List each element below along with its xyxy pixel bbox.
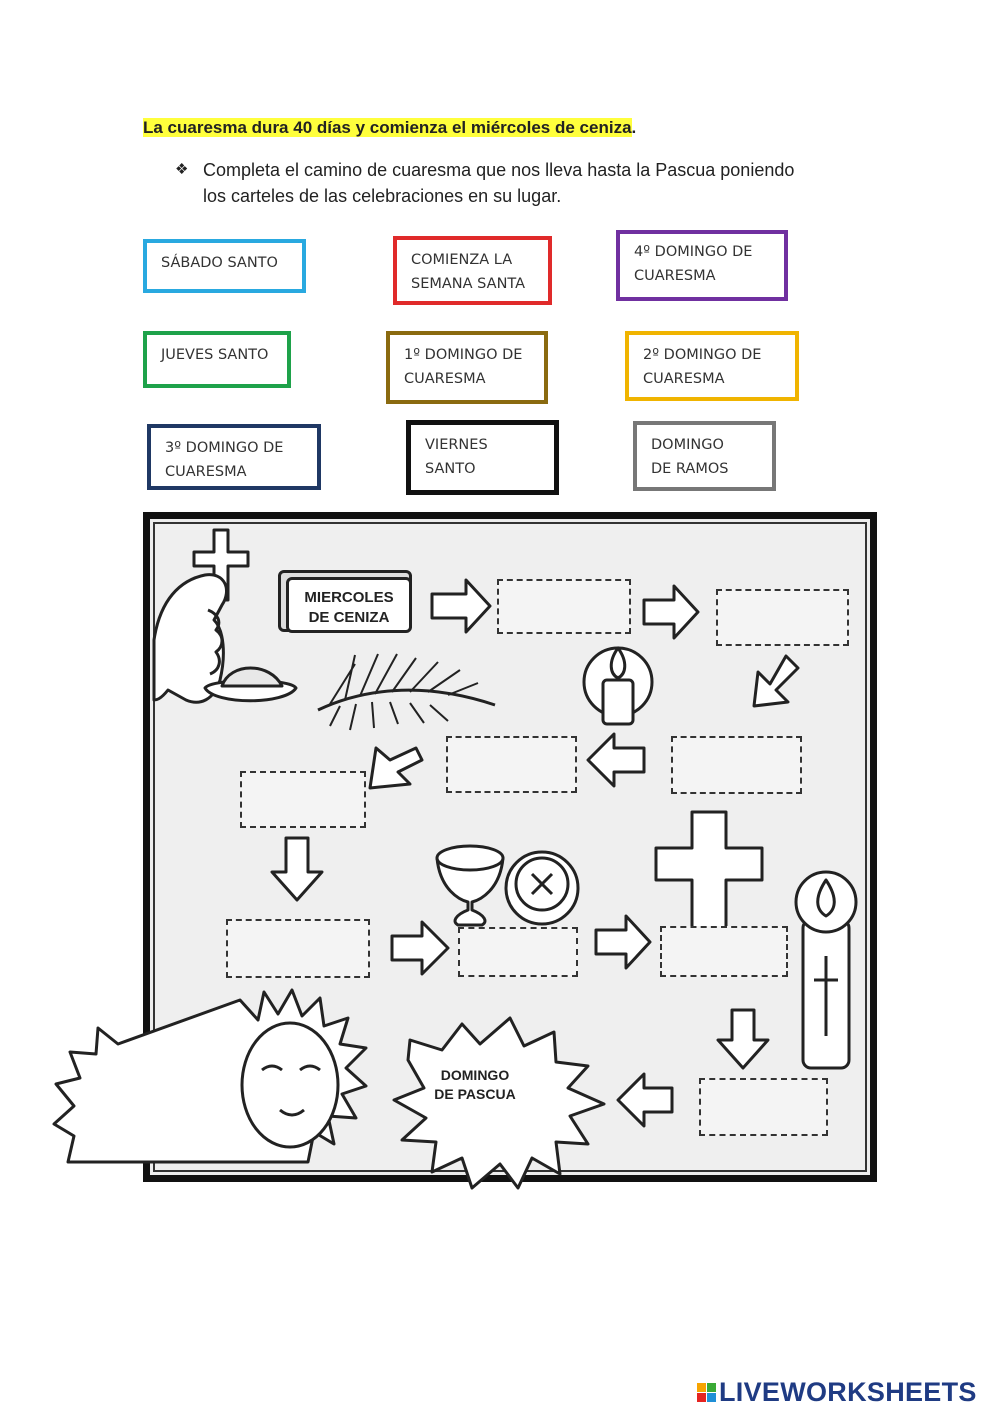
card-tercer-domingo[interactable]: 3º DOMINGO DE CUARESMA — [147, 424, 321, 490]
drop-slot-7[interactable] — [458, 927, 578, 977]
drop-slot-1[interactable] — [497, 579, 631, 634]
page-title: La cuaresma dura 40 días y comienza el m… — [143, 118, 636, 138]
card-sabado-santo[interactable]: SÁBADO SANTO — [143, 239, 306, 293]
instructions: ❖ Completa el camino de cuaresma que nos… — [175, 157, 815, 209]
drop-slot-8[interactable] — [660, 926, 788, 977]
drop-slot-5[interactable] — [240, 771, 366, 828]
drop-slot-4[interactable] — [446, 736, 577, 793]
logo-squares-icon — [697, 1383, 716, 1402]
card-segundo-domingo[interactable]: 2º DOMINGO DE CUARESMA — [625, 331, 799, 401]
drop-slot-6[interactable] — [226, 919, 370, 978]
drop-slot-3[interactable] — [671, 736, 802, 794]
card-cuarto-domingo[interactable]: 4º DOMINGO DE CUARESMA — [616, 230, 788, 301]
start-sign-miercoles-ceniza: MIERCOLES DE CENIZA — [286, 577, 412, 633]
drop-slot-2[interactable] — [716, 589, 849, 646]
card-domingo-ramos[interactable]: DOMINGO DE RAMOS — [633, 421, 776, 491]
card-jueves-santo[interactable]: JUEVES SANTO — [143, 331, 291, 388]
liveworksheets-logo: LIVEWORKSHEETS — [697, 1377, 977, 1408]
drop-slot-9[interactable] — [699, 1078, 828, 1136]
logo-text: LIVEWORKSHEETS — [719, 1377, 977, 1407]
title-period: . — [631, 118, 637, 137]
bullet-icon: ❖ — [175, 161, 189, 178]
card-viernes-santo[interactable]: VIERNES SANTO — [406, 420, 559, 495]
end-sign-domingo-pascua: DOMINGO DE PASCUA — [434, 1067, 516, 1102]
card-primer-domingo[interactable]: 1º DOMINGO DE CUARESMA — [386, 331, 548, 404]
title-highlight: La cuaresma dura 40 días y comienza el m… — [143, 118, 632, 137]
card-comienza-semana-santa[interactable]: COMIENZA LA SEMANA SANTA — [393, 236, 552, 305]
instruction-text: Completa el camino de cuaresma que nos l… — [203, 160, 795, 206]
